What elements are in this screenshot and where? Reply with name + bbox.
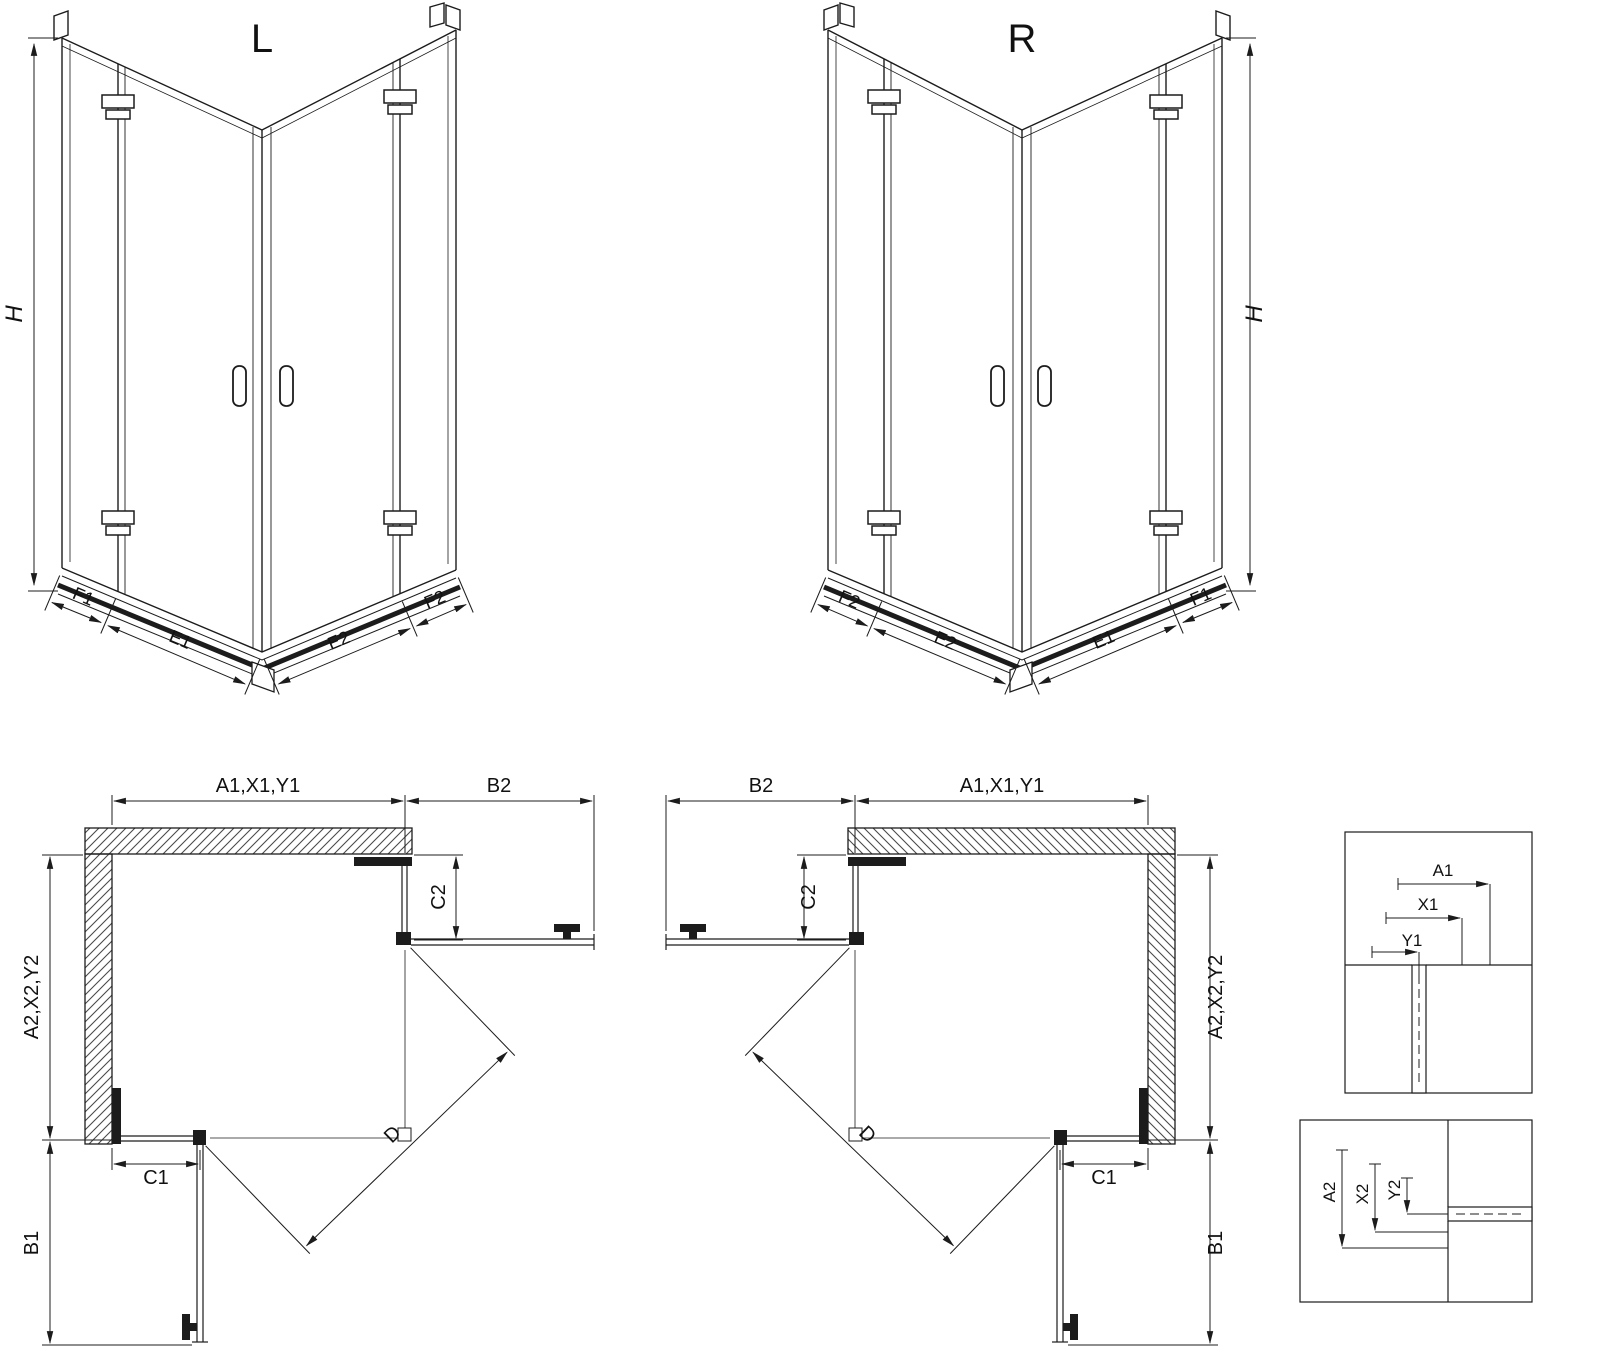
dim-label-y1-detail: Y1: [1402, 931, 1423, 950]
dim-label-a1x1y1-left: A1,X1,Y1: [216, 775, 301, 797]
plan-geometry-left: [42, 795, 594, 1345]
dim-label-b2-left: B2: [487, 775, 511, 797]
dim-label-a2x2y2-right: A2,X2,Y2: [1205, 955, 1227, 1040]
detail-top-frame: [1344, 831, 1533, 1094]
dim-label-c2-right: C2: [798, 884, 820, 910]
detail-bottom-dimensions: [1336, 1149, 1448, 1249]
detail-top-dimensions: [1371, 878, 1491, 975]
dim-label-x1-detail: X1: [1418, 895, 1439, 914]
dim-label-d-left: D: [380, 1122, 406, 1148]
plan-view-right: B2 A1,X1,Y1 C2 A2,X2,Y2 C1 B1 D: [666, 775, 1227, 1345]
variant-label-left: L: [251, 17, 273, 61]
variant-label-right: R: [1008, 17, 1037, 61]
dim-label-y2-detail: Y2: [1385, 1180, 1404, 1201]
dim-label-c2-left: C2: [428, 884, 450, 910]
dim-label-a2-detail: A2: [1320, 1182, 1339, 1203]
detail-view-bottom: A2 X2 Y2: [1299, 1119, 1533, 1303]
dim-label-d-right: D: [854, 1122, 880, 1148]
dim-label-b1-right: B1: [1205, 1231, 1227, 1255]
dim-label-c1-left: C1: [143, 1167, 169, 1189]
iso-view-right: R H F2 E2 E1 F1: [811, 3, 1268, 695]
detail-view-top: A1 X1 Y1: [1344, 831, 1533, 1094]
dim-label-height-right: H: [1241, 305, 1268, 323]
dim-label-a1x1y1-right: A1,X1,Y1: [960, 775, 1045, 797]
dim-label-c1-right: C1: [1091, 1167, 1117, 1189]
dim-label-f2-right: F2: [836, 586, 863, 613]
dim-label-f2-left: F2: [421, 586, 448, 613]
dim-label-f1-right: F1: [1187, 583, 1214, 610]
dim-label-x2-detail: X2: [1353, 1184, 1372, 1205]
dim-label-b2-right: B2: [749, 775, 773, 797]
plan-view-left: A1,X1,Y1 B2 C2 A2,X2,Y2 C1 B1 D: [21, 775, 594, 1345]
dim-label-a2x2y2-left: A2,X2,Y2: [21, 955, 43, 1040]
dim-label-height-left: H: [1, 305, 28, 323]
dim-label-b1-left: B1: [21, 1231, 43, 1255]
plan-geometry-right: [666, 795, 1218, 1345]
dim-label-a1-detail: A1: [1433, 861, 1454, 880]
iso-view-left: L H F1 E1 E2 F2: [1, 3, 473, 695]
dim-label-f1-left: F1: [70, 583, 97, 610]
